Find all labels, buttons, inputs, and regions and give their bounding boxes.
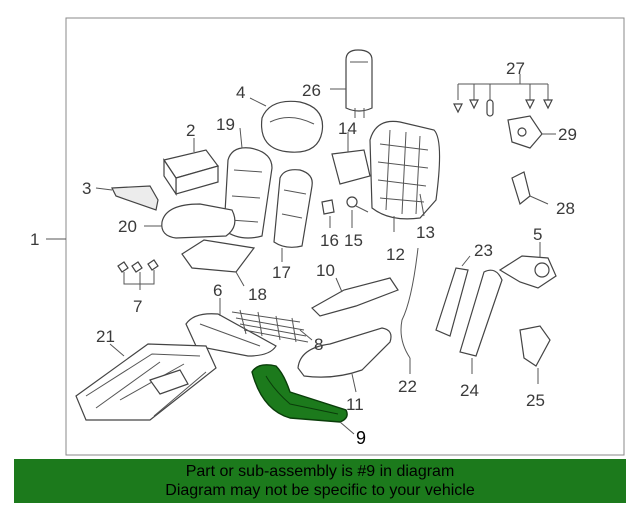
callout-22: 22 [398,377,417,396]
part-seat-cushion[interactable] [161,203,236,239]
parts-diagram: 1 2 3 4 5 6 7 8 9 10 11 12 13 14 15 16 1… [30,17,625,456]
part-clip-16[interactable] [321,199,335,215]
part-side-cover-24[interactable] [459,269,503,357]
callout-12: 12 [386,245,405,264]
part-bracket[interactable] [111,185,159,211]
part-screw-15[interactable] [346,196,369,213]
callout-19: 19 [216,115,235,134]
part-9-highlight[interactable] [251,364,348,423]
callout-6: 6 [213,281,222,300]
footer-line-part: Part or sub-assembly is #9 in diagram [185,463,455,480]
callout-15: 15 [344,231,363,250]
callout-4: 4 [236,83,245,102]
part-cable[interactable] [400,247,419,359]
part-back-pad-rear[interactable] [273,169,313,248]
callout-10: 10 [316,261,335,280]
part-side-cover-23[interactable] [435,267,469,337]
part-clips[interactable] [117,259,159,290]
callout-26: 26 [302,81,321,100]
part-back-cover[interactable] [260,100,324,153]
callout-25: 25 [526,391,545,410]
part-seat-track[interactable] [75,343,217,421]
callout-23: 23 [474,241,493,260]
part-springs[interactable] [231,309,309,343]
part-headrest[interactable] [345,49,373,118]
part-seat-pad[interactable] [181,239,256,273]
callout-14: 14 [338,119,357,138]
part-lumbar-29[interactable] [507,115,543,149]
callout-2: 2 [186,121,195,140]
callout-28: 28 [556,199,575,218]
callout-3: 3 [82,179,91,198]
callout-13: 13 [416,223,435,242]
part-trim-25[interactable] [519,325,551,367]
callout-7: 7 [133,297,142,316]
part-control-module[interactable] [163,149,220,196]
callout-18: 18 [248,285,267,304]
callout-24: 24 [460,381,479,400]
part-recliner[interactable] [498,255,557,289]
callout-1: 1 [30,230,39,249]
footer-line-disclaimer: Diagram may not be specific to your vehi… [165,482,475,499]
callout-9: 9 [356,428,366,448]
callout-27: 27 [506,59,525,78]
callout-labels: 1 2 3 4 5 6 7 8 9 10 11 12 13 14 15 16 1… [30,59,577,448]
callout-5: 5 [533,225,542,244]
callout-11: 11 [346,395,364,414]
part-back-pad[interactable] [223,147,273,239]
footer-banner: Part or sub-assembly is #9 in diagram Di… [14,459,626,503]
part-seat-pan[interactable] [185,313,277,357]
part-side-trim-upper[interactable] [311,277,399,317]
callout-16: 16 [320,231,339,250]
callout-17: 17 [272,263,291,282]
part-back-panel[interactable] [331,149,371,185]
callout-8: 8 [314,335,323,354]
part-back-frame[interactable] [369,120,441,220]
part-clips-27[interactable] [453,74,553,117]
callout-20: 20 [118,217,137,236]
part-side-trim-lower[interactable] [297,327,392,378]
callout-29: 29 [558,125,577,144]
callout-21: 21 [96,327,115,346]
